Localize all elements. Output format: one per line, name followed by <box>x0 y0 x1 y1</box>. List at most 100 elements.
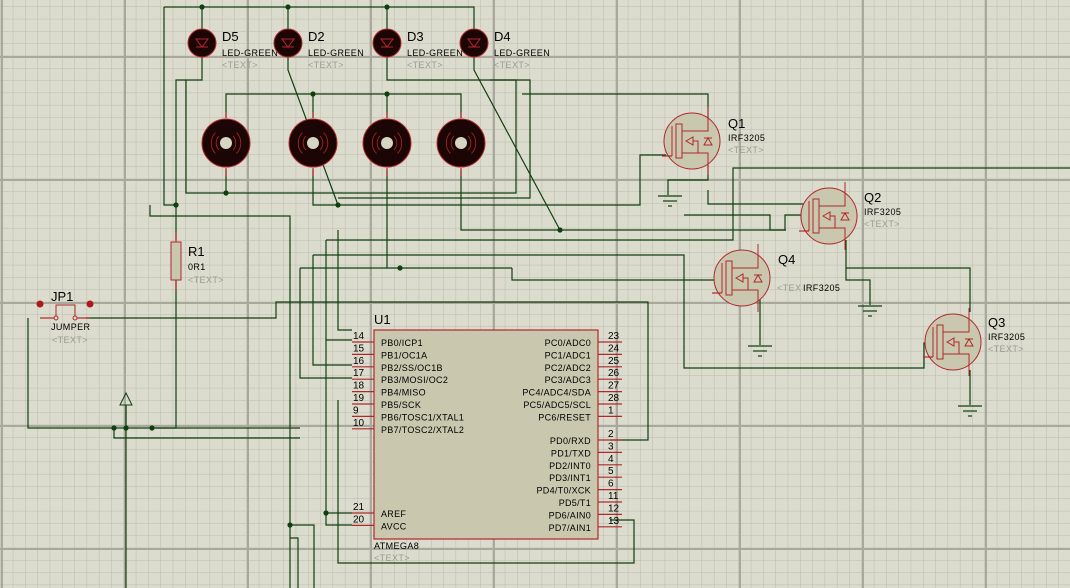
pin-name: PD5/T1 <box>559 498 591 508</box>
led-value: LED-GREEN <box>494 48 550 58</box>
pin-name: AVCC <box>381 521 407 531</box>
speaker-cone <box>455 137 467 149</box>
led-body <box>273 28 303 58</box>
pin-name: PD0/RXD <box>550 436 591 446</box>
pin-number: 24 <box>608 343 620 354</box>
pin-name: PC6/RESET <box>538 412 591 422</box>
power-terminal[interactable] <box>119 391 133 428</box>
pin-name: PB2/SS/OC1B <box>381 363 443 373</box>
pin-name: PD3/INT1 <box>549 473 591 483</box>
pin-name: PB3/MOSI/OC2 <box>381 375 448 385</box>
led-body <box>459 28 489 58</box>
pin-number: 14 <box>353 331 365 342</box>
speaker-1[interactable] <box>201 112 251 176</box>
pin-number: 13 <box>608 516 620 527</box>
pin-number: 28 <box>608 393 620 404</box>
mosfet-text: <TEXT> <box>728 145 764 155</box>
power-arrow-icon <box>119 391 133 406</box>
jumper-terminal-right[interactable] <box>86 300 94 308</box>
pin-number: 18 <box>353 381 365 392</box>
resistor-r1[interactable]: R1 0R1 <TEXT> <box>170 232 224 290</box>
pin-number: 27 <box>608 381 620 392</box>
mcu-body <box>373 329 599 540</box>
pin-name: PB5/SCK <box>381 400 421 410</box>
ground-symbols <box>658 195 982 417</box>
mosfet-value: IRF3205 <box>728 133 765 143</box>
pin-name: PB4/MISO <box>381 388 426 398</box>
pin-name: PC4/ADC4/SDA <box>522 388 591 398</box>
mosfet-value: IRF3205 <box>864 207 901 217</box>
speaker-4[interactable] <box>436 112 486 176</box>
pin-number: 15 <box>353 343 365 354</box>
sound-wave-icon <box>302 135 307 151</box>
pin-name: PD1/TXD <box>551 448 591 458</box>
speaker-2[interactable] <box>288 112 338 176</box>
jumper-jp1[interactable]: JP1 JUMPER <TEXT> <box>36 289 94 345</box>
diode-icon <box>195 38 209 48</box>
u1-ref: U1 <box>374 312 391 327</box>
pin-number: 12 <box>608 503 620 514</box>
body-diode-icon <box>703 136 713 146</box>
sound-wave-icon <box>236 132 242 154</box>
speaker-3[interactable] <box>362 112 412 176</box>
mcu-u1[interactable]: U1 14PB0/ICP115PB1/OC1A16PB2/SS/OC1B17PB… <box>352 312 622 563</box>
speaker-cone <box>307 137 319 149</box>
pin-name: PC0/ADC0 <box>545 338 591 348</box>
diode-icon <box>467 38 481 48</box>
jp1-ref: JP1 <box>51 289 73 304</box>
pin-number: 2 <box>608 429 614 440</box>
r1-ref: R1 <box>188 244 205 259</box>
sound-wave-icon <box>467 135 472 151</box>
mosfet-value: IRF3205 <box>988 332 1025 342</box>
mosfet-ref: Q3 <box>988 315 1005 330</box>
pin-number: 5 <box>608 466 614 477</box>
mosfet-body <box>713 249 771 307</box>
led-text: <TEXT> <box>308 60 344 70</box>
u1-value: ATMEGA8 <box>374 541 419 551</box>
sound-wave-icon <box>471 132 477 154</box>
led-ref: D5 <box>222 29 239 44</box>
jumper-terminal-left[interactable] <box>36 300 44 308</box>
u1-text: <TEXT> <box>374 553 410 563</box>
led-ref: D3 <box>407 29 424 44</box>
sound-wave-icon <box>319 135 324 151</box>
pin-number: 3 <box>608 441 614 452</box>
ground-icon <box>858 305 882 317</box>
speaker-cone <box>381 137 393 149</box>
sound-wave-icon <box>376 135 381 151</box>
